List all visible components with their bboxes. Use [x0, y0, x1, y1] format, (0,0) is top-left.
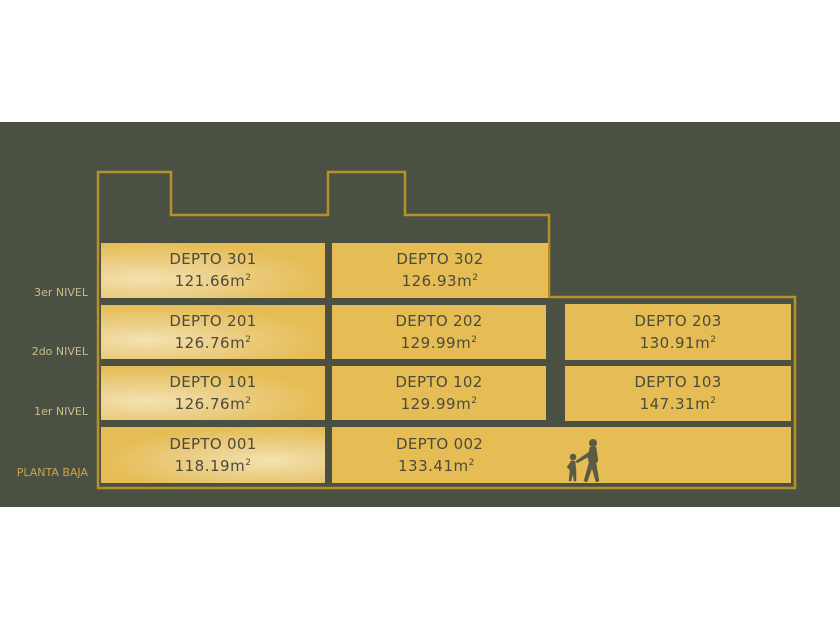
- unit-area: 133.41m2: [398, 456, 475, 475]
- level-label-3: 3er NIVEL: [34, 286, 88, 299]
- unit-name: DEPTO 103: [634, 373, 722, 391]
- unit-name: DEPTO 202: [395, 311, 483, 330]
- unit-depto-203[interactable]: DEPTO 203 130.91m2: [565, 304, 791, 360]
- unit-depto-301[interactable]: DEPTO 301 121.66m2: [101, 243, 325, 298]
- unit-name: DEPTO 001: [169, 434, 257, 453]
- unit-area: 118.19m2: [174, 456, 252, 475]
- unit-depto-101[interactable]: DEPTO 101 126.76m2: [101, 366, 325, 420]
- unit-area: 121.66m2: [174, 272, 252, 290]
- unit-name: DEPTO 101: [169, 372, 257, 391]
- unit-depto-302[interactable]: DEPTO 302 126.93m2: [332, 243, 548, 298]
- unit-depto-103[interactable]: DEPTO 103 147.31m2: [565, 366, 791, 421]
- unit-depto-002[interactable]: DEPTO 002 133.41m2: [332, 427, 791, 483]
- people-silhouette-icon: [566, 439, 600, 483]
- unit-name: DEPTO 102: [395, 372, 483, 391]
- unit-depto-201[interactable]: DEPTO 201 126.76m2: [101, 305, 325, 359]
- unit-area: 147.31m2: [639, 395, 717, 413]
- level-label-1: 1er NIVEL: [34, 405, 88, 418]
- building-section-panel: 3er NIVEL 2do NIVEL 1er NIVEL PLANTA BAJ…: [0, 122, 840, 507]
- level-label-ground: PLANTA BAJA: [16, 466, 88, 479]
- unit-depto-202[interactable]: DEPTO 202 129.99m2: [332, 305, 546, 359]
- unit-area: 126.93m2: [401, 272, 479, 290]
- unit-area: 126.76m2: [174, 394, 252, 413]
- unit-depto-001[interactable]: DEPTO 001 118.19m2: [101, 427, 325, 483]
- unit-area: 126.76m2: [174, 333, 252, 352]
- unit-name: DEPTO 302: [396, 250, 484, 268]
- unit-name: DEPTO 002: [396, 434, 484, 453]
- unit-area: 130.91m2: [639, 333, 717, 352]
- building-outline: [96, 170, 797, 490]
- unit-area: 129.99m2: [400, 333, 478, 352]
- unit-area: 129.99m2: [400, 394, 478, 413]
- unit-name: DEPTO 301: [169, 250, 257, 268]
- unit-name: DEPTO 201: [169, 311, 257, 330]
- level-label-2: 2do NIVEL: [31, 345, 88, 358]
- unit-name: DEPTO 203: [634, 311, 722, 330]
- unit-depto-102[interactable]: DEPTO 102 129.99m2: [332, 366, 546, 420]
